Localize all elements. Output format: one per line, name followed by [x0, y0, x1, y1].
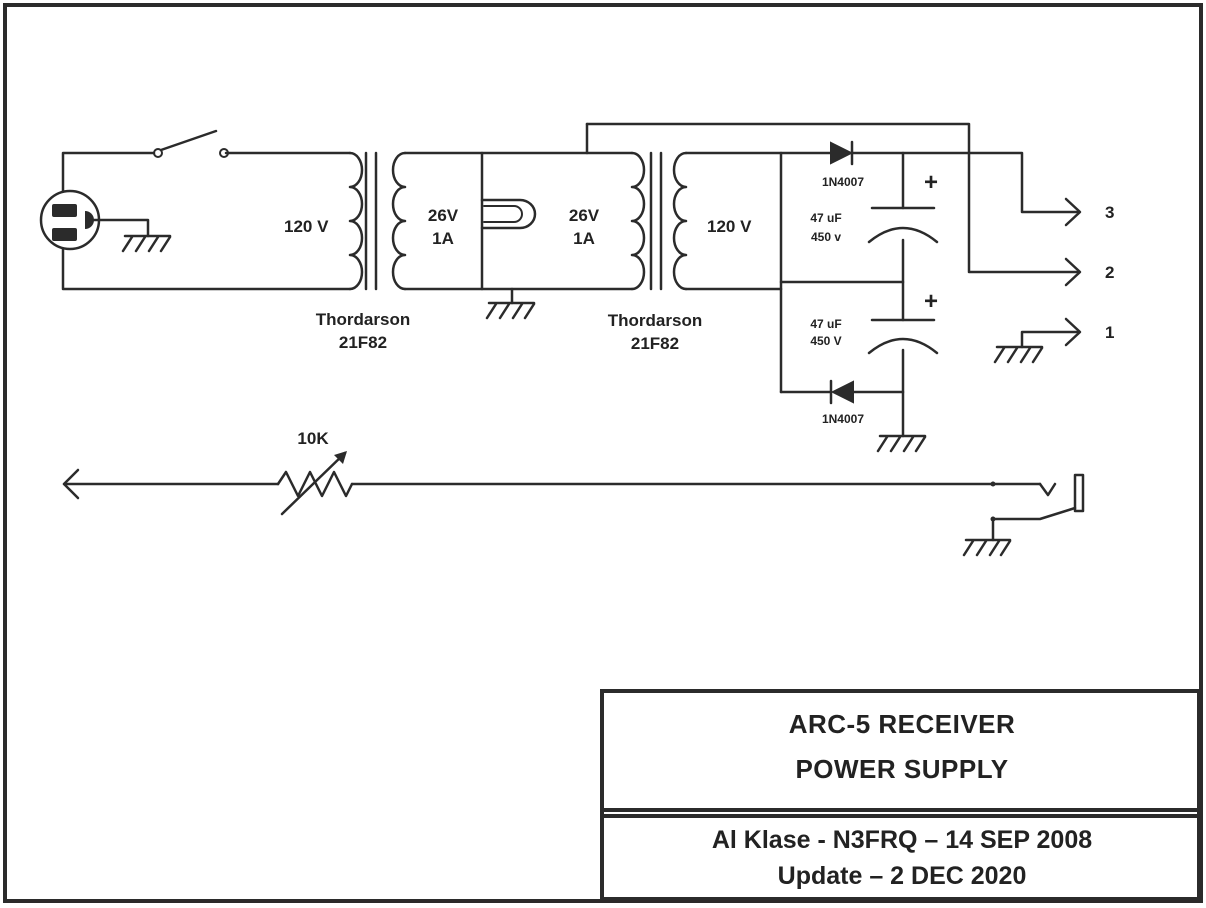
- diode-bottom: [829, 379, 854, 405]
- diode-top-label: 1N4007: [822, 175, 864, 189]
- title-line-1: ARC-5 RECEIVER: [789, 709, 1016, 739]
- pilot-lamp: [480, 198, 537, 230]
- t2-secondary-label: 120 V: [707, 217, 752, 236]
- t2-primary-current: 1A: [573, 229, 595, 248]
- potentiometer-value: 10K: [297, 429, 329, 448]
- power-switch: [153, 129, 229, 158]
- transformer-1: [348, 151, 407, 291]
- phone-jack: [962, 473, 1085, 557]
- t1-secondary-voltage: 26V: [428, 206, 459, 225]
- cap-bottom-value: 47 uF: [810, 317, 841, 331]
- transformer-2: [630, 151, 688, 291]
- cap-bottom-voltage: 450 V: [810, 334, 841, 348]
- low-voltage-bus: [403, 122, 634, 291]
- t2-primary-voltage: 26V: [569, 206, 600, 225]
- ground-symbol-rectifier: [876, 434, 927, 453]
- ground-symbol-bus: [485, 287, 536, 320]
- t2-part-number: 21F82: [631, 334, 679, 353]
- rectifier-wiring: [585, 122, 1080, 438]
- cap-top-polarity: +: [924, 169, 938, 196]
- potentiometer-line: [62, 451, 1042, 516]
- cap-top-voltage: 450 v: [811, 230, 841, 244]
- diode-top: [830, 140, 854, 166]
- title-block: [600, 689, 1201, 901]
- t1-name: Thordarson: [316, 310, 410, 329]
- ac-outlet-plug: [39, 189, 101, 251]
- mains-wiring: [61, 151, 352, 291]
- t1-part-number: 21F82: [339, 333, 387, 352]
- output-arrows: [993, 197, 1082, 364]
- update-line: Update – 2 DEC 2020: [778, 862, 1027, 890]
- ground-symbol-plug: [121, 234, 172, 253]
- diode-bottom-label: 1N4007: [822, 412, 864, 426]
- t2-name: Thordarson: [608, 311, 702, 330]
- cap-top-value: 47 uF: [810, 211, 841, 225]
- capacitor-bottom: [867, 318, 939, 355]
- capacitor-top: [867, 206, 939, 244]
- output-pin-1: 1: [1105, 323, 1114, 342]
- output-pin-3: 3: [1105, 203, 1114, 222]
- t1-primary-label: 120 V: [284, 217, 329, 236]
- cap-bottom-polarity: +: [924, 288, 938, 315]
- author-line: Al Klase - N3FRQ – 14 SEP 2008: [712, 826, 1092, 854]
- t1-secondary-current: 1A: [432, 229, 454, 248]
- output-pin-2: 2: [1105, 263, 1114, 282]
- title-line-2: POWER SUPPLY: [795, 754, 1008, 784]
